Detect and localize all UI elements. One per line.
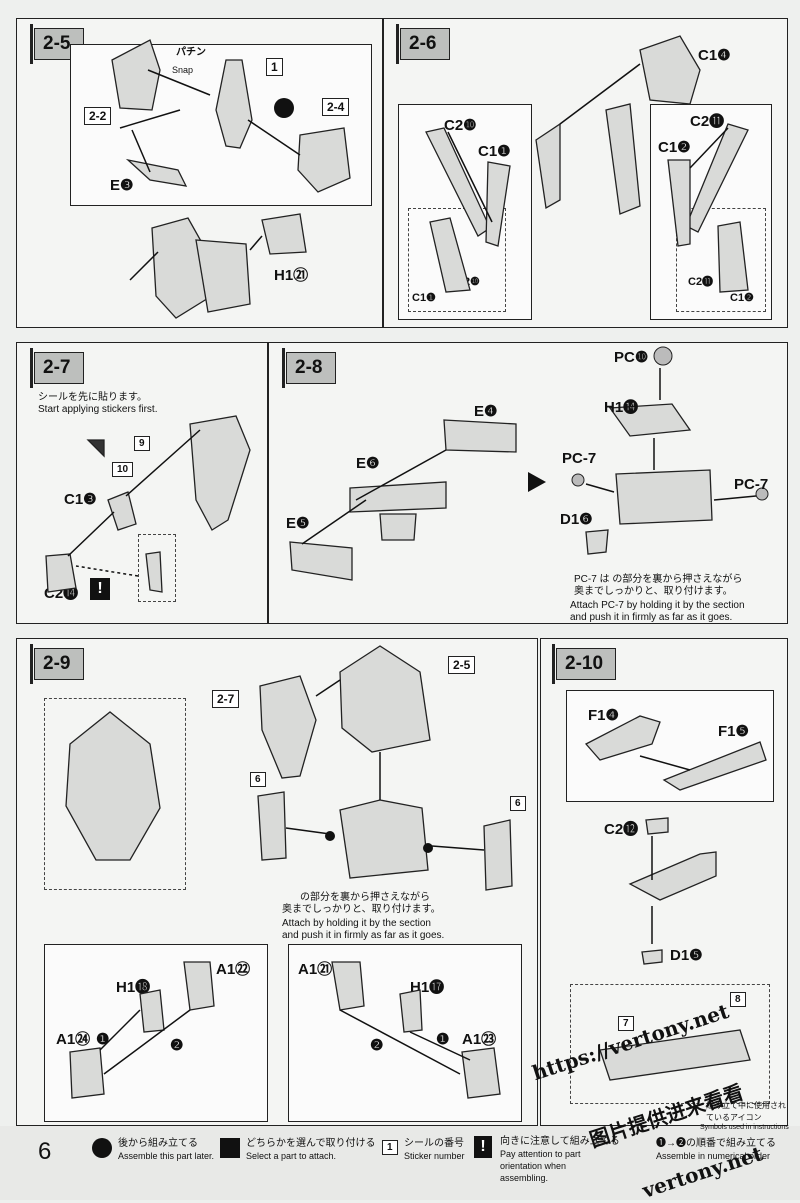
part-f1-4: F1❹ bbox=[588, 707, 619, 724]
detail-c2-11: C2⓫ bbox=[688, 276, 714, 288]
footer-legend bbox=[0, 1126, 800, 1200]
legend-orientation-icon: ! bbox=[474, 1136, 492, 1158]
step-2-5-label: 2-5 bbox=[34, 28, 84, 60]
attach-note-jp-2: 奥までしっかりと、取り付けます。 bbox=[282, 904, 441, 915]
sticker-6-left: 6 bbox=[250, 772, 266, 787]
legend-3-jp: シールの番号 bbox=[404, 1138, 464, 1149]
legend-title-jp: 組み立て中に使用されているアイコン bbox=[706, 1101, 786, 1122]
step-2-7-label: 2-7 bbox=[34, 352, 84, 384]
legend-2-jp: どちらかを選んで取り付ける bbox=[246, 1138, 376, 1149]
legend-title-en: Symbols used in instructions bbox=[700, 1124, 789, 1131]
pc7-note-jp-1: PC-7 は の部分を裏から押さえながら bbox=[574, 574, 743, 585]
part-e4: E❹ bbox=[474, 403, 498, 420]
step-2-6-parts bbox=[425, 35, 749, 293]
part-pc7-left: PC-7 bbox=[562, 450, 597, 467]
attach-note-en-1: Attach by holding it by the section bbox=[282, 918, 431, 929]
detail-c1-1: C1❶ bbox=[412, 292, 436, 304]
legend-1-en: Assemble this part later. bbox=[118, 1151, 215, 1161]
part-e5: E❺ bbox=[286, 515, 310, 532]
snap-jp: パチン bbox=[176, 47, 206, 58]
sticker-7: 7 bbox=[618, 1016, 634, 1031]
part-f1-5: F1❺ bbox=[718, 723, 749, 740]
ref-2-5: 2-5 bbox=[448, 656, 476, 674]
pc7-note-jp-2: 奥までしっかりと、取り付けます。 bbox=[574, 586, 733, 597]
part-a1-22: A1㉒ bbox=[216, 961, 251, 978]
legend-5-jp: ❶→❷の順番で組み立てる bbox=[656, 1138, 776, 1149]
legend-assemble-later-icon bbox=[92, 1138, 112, 1158]
part-a1-23: A1㉓ bbox=[462, 1031, 497, 1048]
sticker-8: 8 bbox=[730, 992, 746, 1007]
legend-1-jp: 後から組み立てる bbox=[118, 1138, 198, 1149]
ref-2-7: 2-7 bbox=[212, 690, 240, 708]
part-h1-14: H1⓮ bbox=[604, 399, 639, 416]
sticker-9: 9 bbox=[134, 436, 150, 451]
order-2-left: ❷ bbox=[170, 1037, 184, 1054]
ref-1: 1 bbox=[266, 58, 283, 76]
order-2-right: ❷ bbox=[370, 1037, 384, 1054]
attach-note-en-2: and push it in firmly as far as it goes. bbox=[282, 930, 445, 941]
step-2-8-label: 2-8 bbox=[286, 352, 336, 384]
step-2-8-parts bbox=[289, 346, 769, 581]
legend-select-part-icon bbox=[220, 1138, 240, 1158]
ref-2-2: 2-2 bbox=[84, 107, 112, 125]
pc7-note-en-2: and push it in firmly as far as it goes. bbox=[570, 612, 733, 623]
step-2-10-parts bbox=[584, 715, 767, 1081]
step-2-9-parts bbox=[65, 645, 513, 1099]
part-c1-3: C1❸ bbox=[64, 491, 97, 508]
part-e3: E❸ bbox=[110, 177, 134, 194]
part-a1-24: A1㉔ bbox=[56, 1031, 91, 1048]
part-pcj: PC❿ bbox=[614, 349, 649, 366]
part-e6: E❻ bbox=[356, 455, 380, 472]
attach-note-jp-1: の部分を裏から押さえながら bbox=[300, 892, 430, 903]
step-2-10-label: 2-10 bbox=[556, 648, 616, 680]
legend-5-en: Assemble in numerical order bbox=[656, 1151, 771, 1161]
part-c2-10: C2❿ bbox=[444, 117, 477, 134]
legend-3-en: Sticker number bbox=[404, 1151, 465, 1161]
sticker-note-en: Start applying stickers first. bbox=[38, 404, 158, 415]
arm-right-box bbox=[288, 944, 522, 1122]
part-c1-1: C1❶ bbox=[478, 143, 511, 160]
part-h1-18: H1⓲ bbox=[116, 979, 151, 996]
sticker-note-jp: シールを先に貼ります。 bbox=[38, 392, 147, 403]
legend-4-en: Pay attention to part orientation when a… bbox=[500, 1149, 581, 1183]
ref-2-4: 2-4 bbox=[322, 98, 350, 116]
part-pc7-right: PC-7 bbox=[734, 476, 769, 493]
sticker-6-right: 6 bbox=[510, 796, 526, 811]
snap-en: Snap bbox=[172, 65, 194, 75]
sticker-10: 10 bbox=[112, 462, 134, 477]
part-a1-21: A1㉑ bbox=[298, 961, 333, 978]
part-c1-2: C1❷ bbox=[658, 139, 691, 156]
step-2-6-label: 2-6 bbox=[400, 28, 450, 60]
legend-4-jp: 向きに注意して組み立てる bbox=[500, 1136, 620, 1147]
part-c2-12: C2⓬ bbox=[604, 821, 639, 838]
step-2-5-parts bbox=[111, 39, 351, 319]
pc7-note-en-1: Attach PC-7 by holding it by the section bbox=[570, 600, 745, 611]
order-1-right: ❶ bbox=[436, 1031, 450, 1048]
part-c2-11: C2⓫ bbox=[690, 113, 725, 130]
step-2-9-label: 2-9 bbox=[34, 648, 84, 680]
part-c1-4: C1❹ bbox=[698, 47, 731, 64]
orientation-warning-icon: ! bbox=[90, 578, 110, 600]
step-2-6-right-box bbox=[650, 104, 772, 320]
part-d1-5: D1❺ bbox=[670, 947, 703, 964]
detail-c1-2: C1❷ bbox=[730, 292, 754, 304]
part-h1-21: H1㉑ bbox=[274, 267, 309, 284]
part-d1-6: D1❻ bbox=[560, 511, 593, 528]
page-number: 6 bbox=[38, 1138, 52, 1165]
legend-2-en: Select a part to attach. bbox=[246, 1151, 337, 1161]
step-2-7-parts bbox=[45, 415, 251, 593]
legend-sticker-number: 1 bbox=[382, 1140, 398, 1155]
